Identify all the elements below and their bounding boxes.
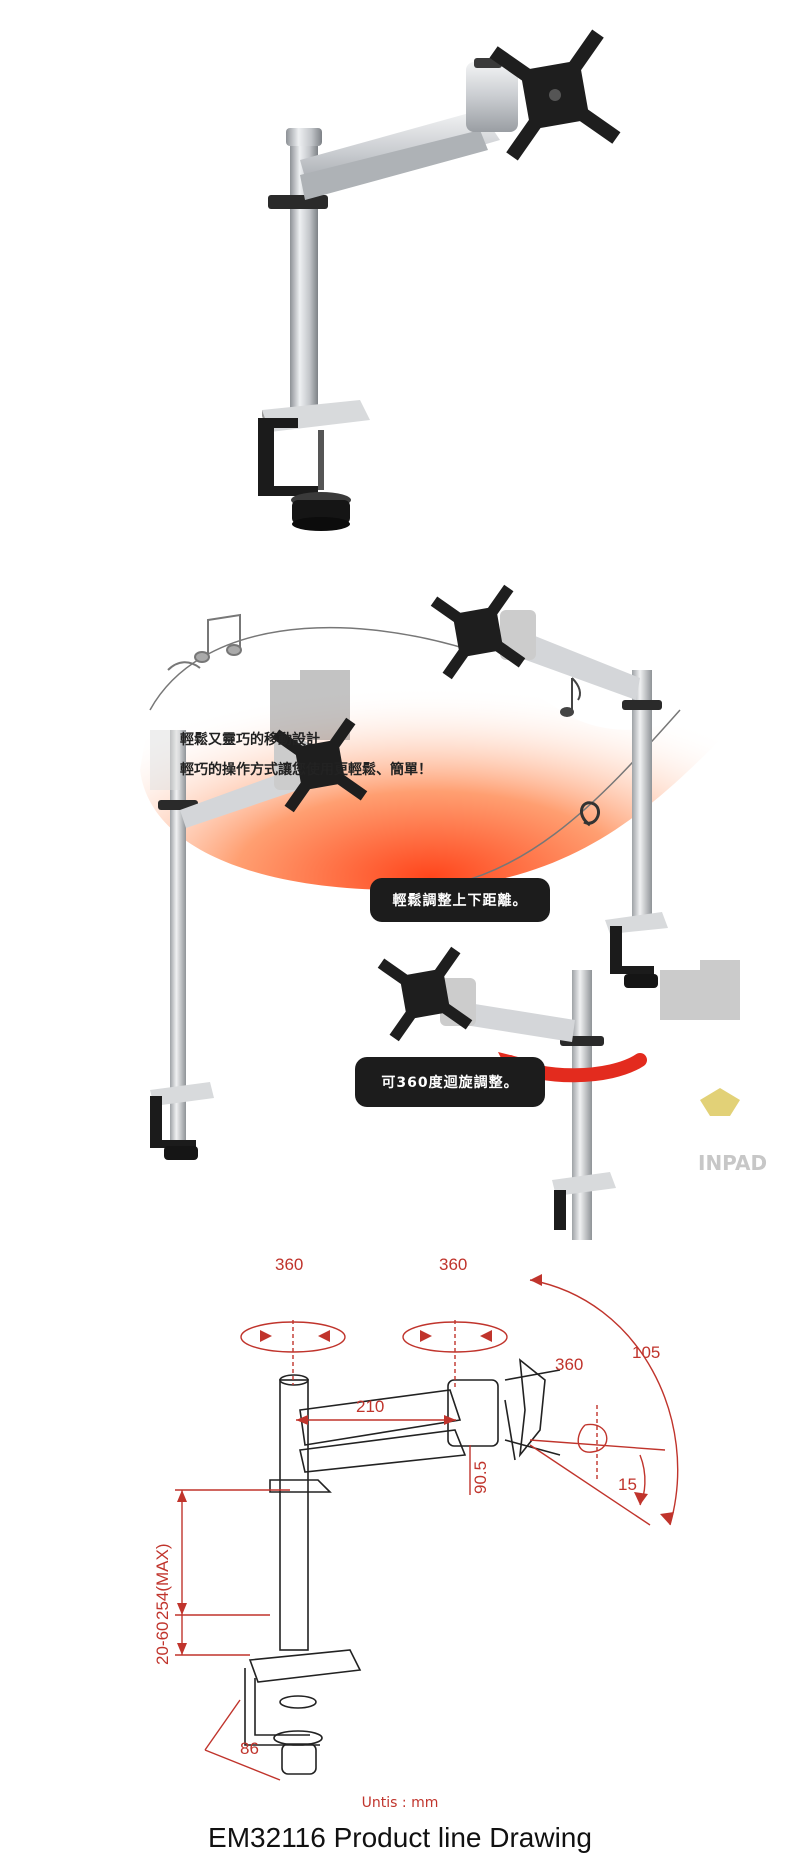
music-note-icon — [167, 613, 242, 671]
vesa-plate-icon — [377, 946, 473, 1042]
feature-illustration: INPAD — [140, 584, 767, 1240]
slogan-line-2: 輕巧的操作方式讓您使用更輕鬆、簡單！ — [180, 762, 432, 778]
dim-rotate-left: 360 — [275, 1255, 303, 1274]
dim-desk-range: 20-60 — [153, 1622, 172, 1665]
vesa-plate-icon — [489, 29, 621, 161]
inpad-logo-icon: INPAD — [698, 1088, 767, 1175]
dim-tilt-down: 15 — [618, 1475, 637, 1494]
dim-clamp-depth: 86 — [240, 1739, 259, 1758]
vesa-plate-icon — [430, 584, 526, 680]
dim-arm-drop: 90.5 — [471, 1461, 490, 1494]
feature-illustration-section: INPAD 輕鬆又靈巧的移動設計 輕巧的操作方式讓您使用更輕鬆、簡單！ 輕鬆調整… — [0, 560, 800, 1240]
dim-rotate-head: 360 — [555, 1355, 583, 1374]
watermark-text: INPAD — [698, 1151, 767, 1175]
vesa-plate-icon — [272, 717, 368, 813]
dim-pole-height: 254(MAX) — [153, 1543, 172, 1620]
dimension-arrowheads — [177, 1274, 674, 1655]
slogan: 輕鬆又靈巧的移動設計 輕巧的操作方式讓您使用更輕鬆、簡單！ — [180, 725, 432, 785]
monitor-arm-photo — [258, 29, 621, 531]
dimension-drawing: 360 360 360 105 15 210 90.5 254(MAX) 20-… — [153, 1255, 679, 1781]
treble-clef-icon — [580, 801, 600, 827]
arm-line-art — [244, 1358, 561, 1775]
motion-blur-decoration — [660, 960, 740, 1020]
height-adjust-bubble: 輕鬆調整上下距離。 — [370, 878, 550, 922]
slogan-line-1: 輕鬆又靈巧的移動設計 — [180, 732, 320, 748]
dim-tilt-up: 105 — [632, 1343, 660, 1362]
units-label: Untis : mm — [361, 1795, 439, 1811]
drawing-title: EM32116 Product line Drawing — [208, 1822, 592, 1853]
dimension-lines — [175, 1279, 679, 1781]
music-note-icon — [560, 677, 581, 717]
line-drawing-section: 360 360 360 105 15 210 90.5 254(MAX) 20-… — [0, 1240, 800, 1875]
product-photo-section — [0, 0, 800, 560]
dim-arm-length: 210 — [356, 1397, 384, 1416]
rotate-adjust-bubble: 可360度迴旋調整。 — [355, 1057, 545, 1107]
dim-rotate-mid: 360 — [439, 1255, 467, 1274]
